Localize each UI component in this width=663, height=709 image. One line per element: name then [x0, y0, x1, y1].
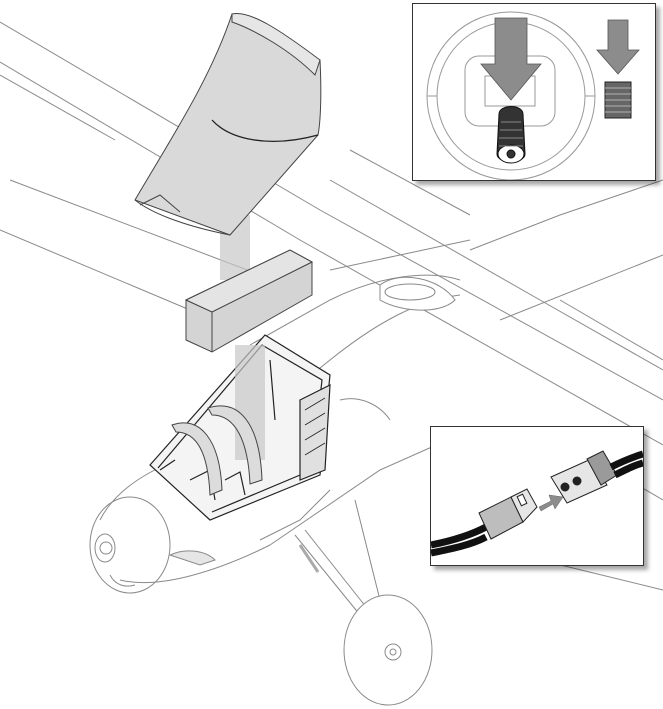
receiver-lead	[609, 450, 643, 471]
hatch-cover	[134, 12, 322, 236]
hook-and-loop-straps	[171, 405, 263, 496]
connector-inset-drawing	[431, 450, 643, 557]
battery-pack	[184, 249, 314, 353]
battery-lead-2	[431, 523, 488, 549]
landing-gear-wheel	[343, 594, 433, 706]
female-connector	[550, 450, 618, 504]
grip-lines	[605, 87, 631, 113]
alignment-inset	[412, 3, 656, 181]
connector-inset	[430, 426, 644, 566]
receiver-lead-2	[613, 459, 643, 479]
battery-lead	[431, 533, 488, 557]
male-connector	[478, 488, 538, 540]
landing-gear	[294, 499, 381, 616]
down-arrow-small	[596, 19, 640, 75]
down-arrow	[480, 17, 542, 101]
wing-fairing	[379, 276, 456, 311]
alignment-inset-drawing	[426, 11, 640, 180]
connect-arrow	[538, 494, 564, 512]
propeller-spinner	[99, 541, 136, 587]
screwdriver	[496, 106, 526, 164]
